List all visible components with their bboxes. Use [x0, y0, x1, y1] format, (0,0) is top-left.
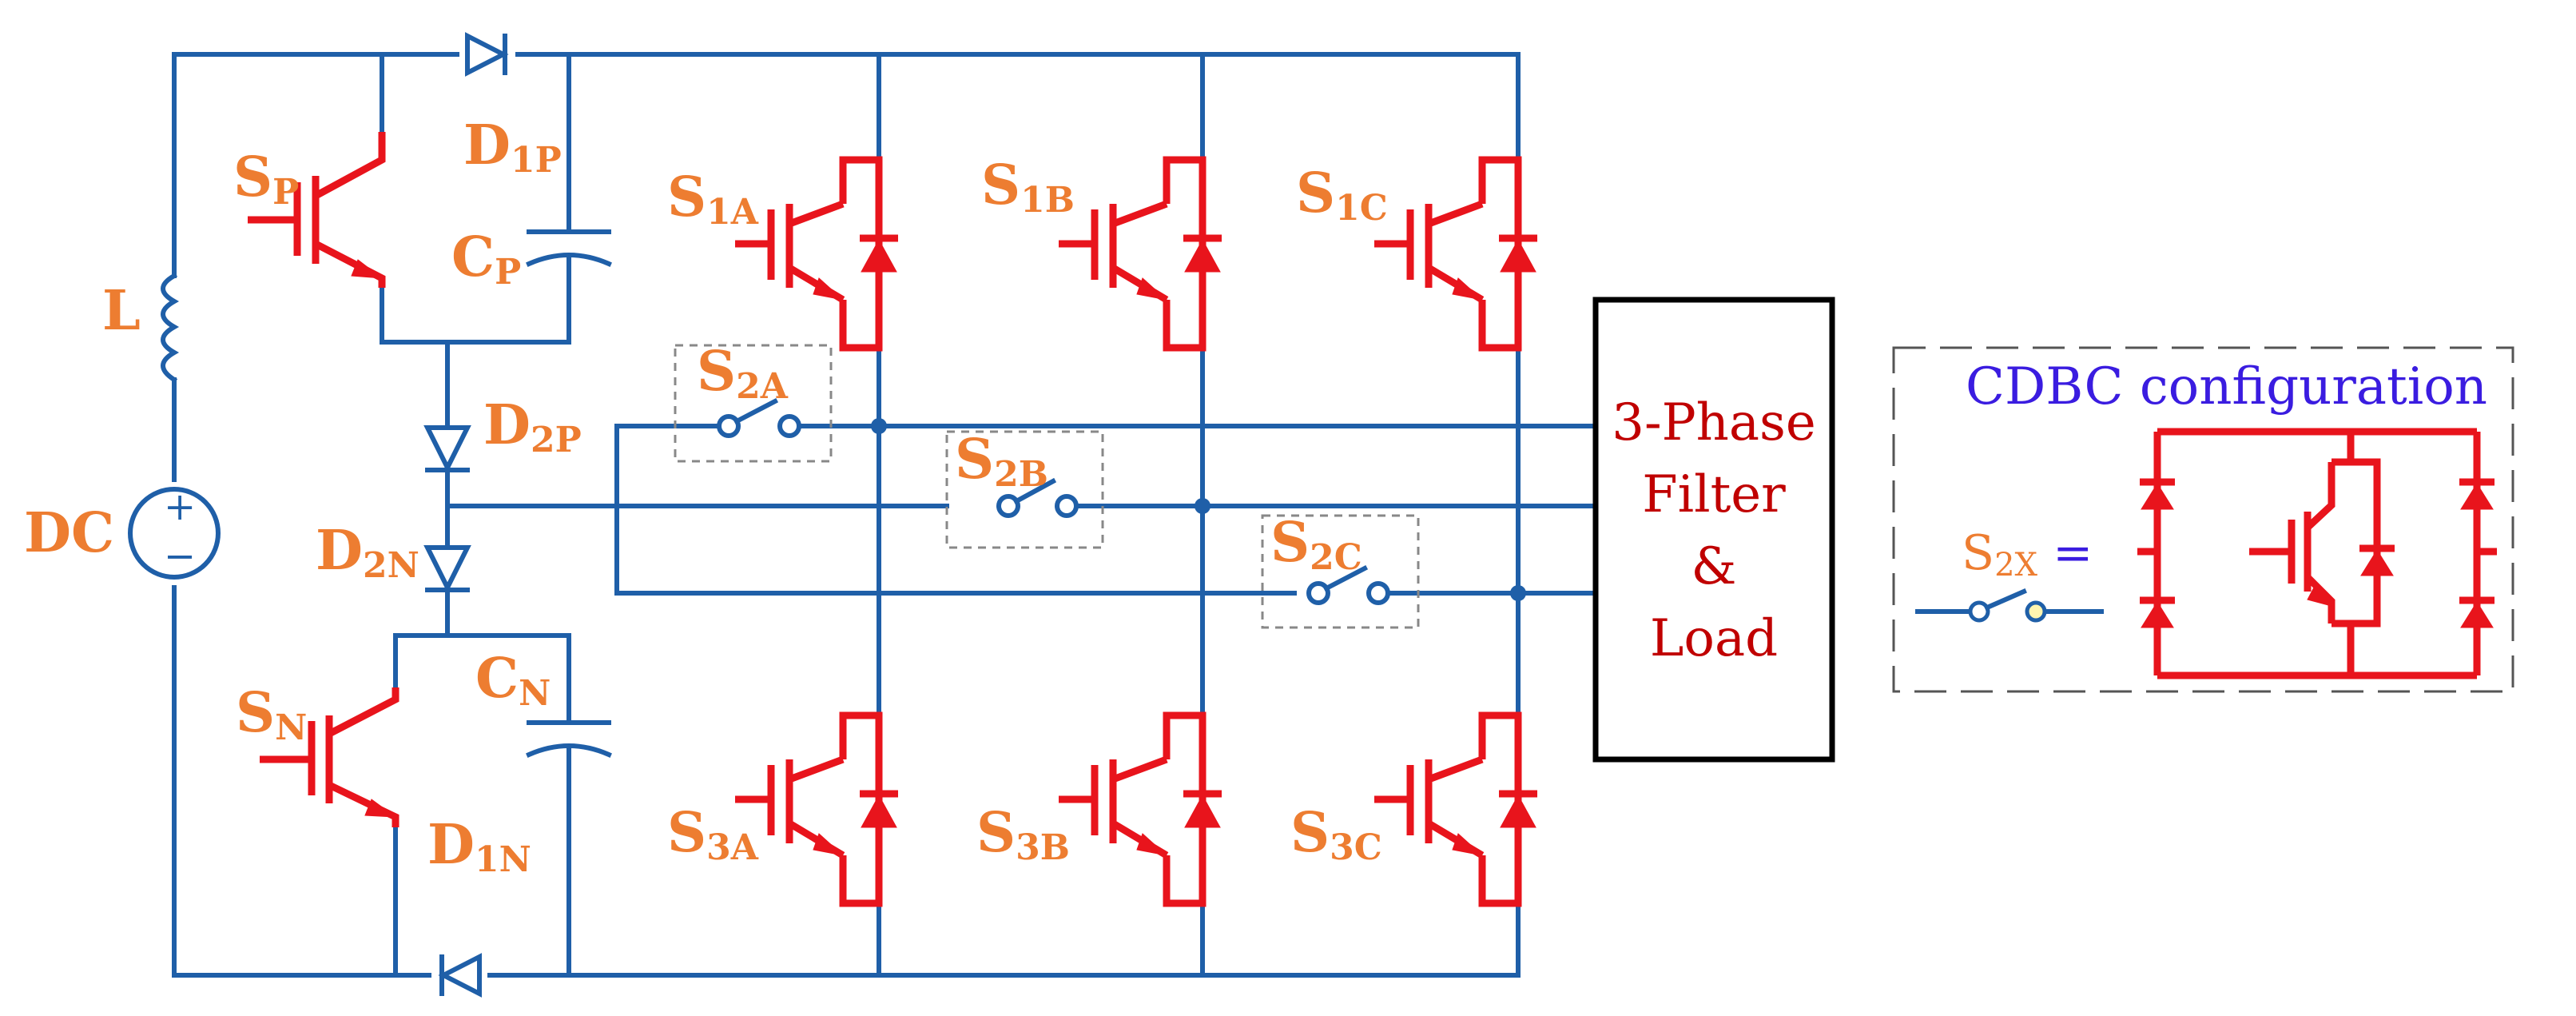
- cdbc-title: CDBC configuration: [1966, 357, 2487, 416]
- label-s1a: S1A: [667, 165, 759, 233]
- capacitor-cn: [526, 720, 612, 758]
- label-s3a: S3A: [667, 801, 759, 868]
- junction-b: [1195, 498, 1210, 514]
- junction-a: [871, 418, 887, 434]
- inverter-igbts: [735, 156, 1537, 907]
- junction-c: [1510, 585, 1526, 601]
- igbt-s3a: [735, 711, 898, 907]
- igbt-sn: [260, 687, 400, 827]
- label-d2p: D2P: [483, 393, 582, 460]
- label-cn: CN: [475, 647, 551, 714]
- label-s1b: S1B: [981, 153, 1075, 221]
- label-dc: DC: [24, 501, 114, 565]
- diode-d2n: [423, 545, 471, 593]
- load-box: 3-Phase Filter & Load: [1592, 297, 1835, 763]
- switch-s2b: [945, 430, 1104, 549]
- cdbc-bridge: [2137, 428, 2497, 679]
- diode-d1p: [459, 32, 515, 77]
- label-s2a: S2A: [697, 340, 789, 407]
- dc-minus: −: [164, 534, 196, 579]
- dc-source: + −: [128, 484, 221, 580]
- label-s1c: S1C: [1296, 161, 1388, 229]
- label-s3c: S3C: [1290, 801, 1382, 868]
- load-box-line1: 3-Phase: [1612, 393, 1816, 452]
- diode-d1n: [431, 953, 487, 998]
- label-sp: SP: [233, 145, 299, 213]
- switch-s2a: [674, 344, 833, 463]
- label-d1p: D1P: [463, 114, 562, 181]
- cdbc-configuration-inset: CDBC configuration S2X =: [1892, 346, 2514, 693]
- dc-plus: +: [164, 484, 196, 529]
- igbt-sp: [248, 132, 386, 288]
- igbt-s1b: [1059, 156, 1222, 352]
- label-d1n: D1N: [427, 813, 531, 880]
- igbt-s3c: [1374, 711, 1537, 907]
- label-l: L: [102, 279, 141, 343]
- igbt-s1c: [1374, 156, 1537, 352]
- label-s3b: S3B: [976, 801, 1070, 868]
- label-s2c: S2C: [1270, 511, 1362, 578]
- load-box-line3: &: [1691, 537, 1737, 596]
- label-d2n: D2N: [316, 519, 419, 586]
- igbt-s3b: [1059, 711, 1222, 907]
- capacitor-cp: [526, 229, 612, 267]
- label-cp: CP: [451, 225, 521, 293]
- label-s2x: S2X =: [1962, 525, 2093, 584]
- switch-s2c: [1261, 514, 1420, 629]
- label-sn: SN: [236, 681, 307, 748]
- load-box-line4: Load: [1650, 609, 1778, 668]
- label-s2b: S2B: [955, 428, 1048, 495]
- load-box-line2: Filter: [1642, 465, 1786, 524]
- inductor-l: [161, 272, 180, 384]
- diode-d2p: [423, 425, 471, 473]
- igbt-s1a: [735, 156, 898, 352]
